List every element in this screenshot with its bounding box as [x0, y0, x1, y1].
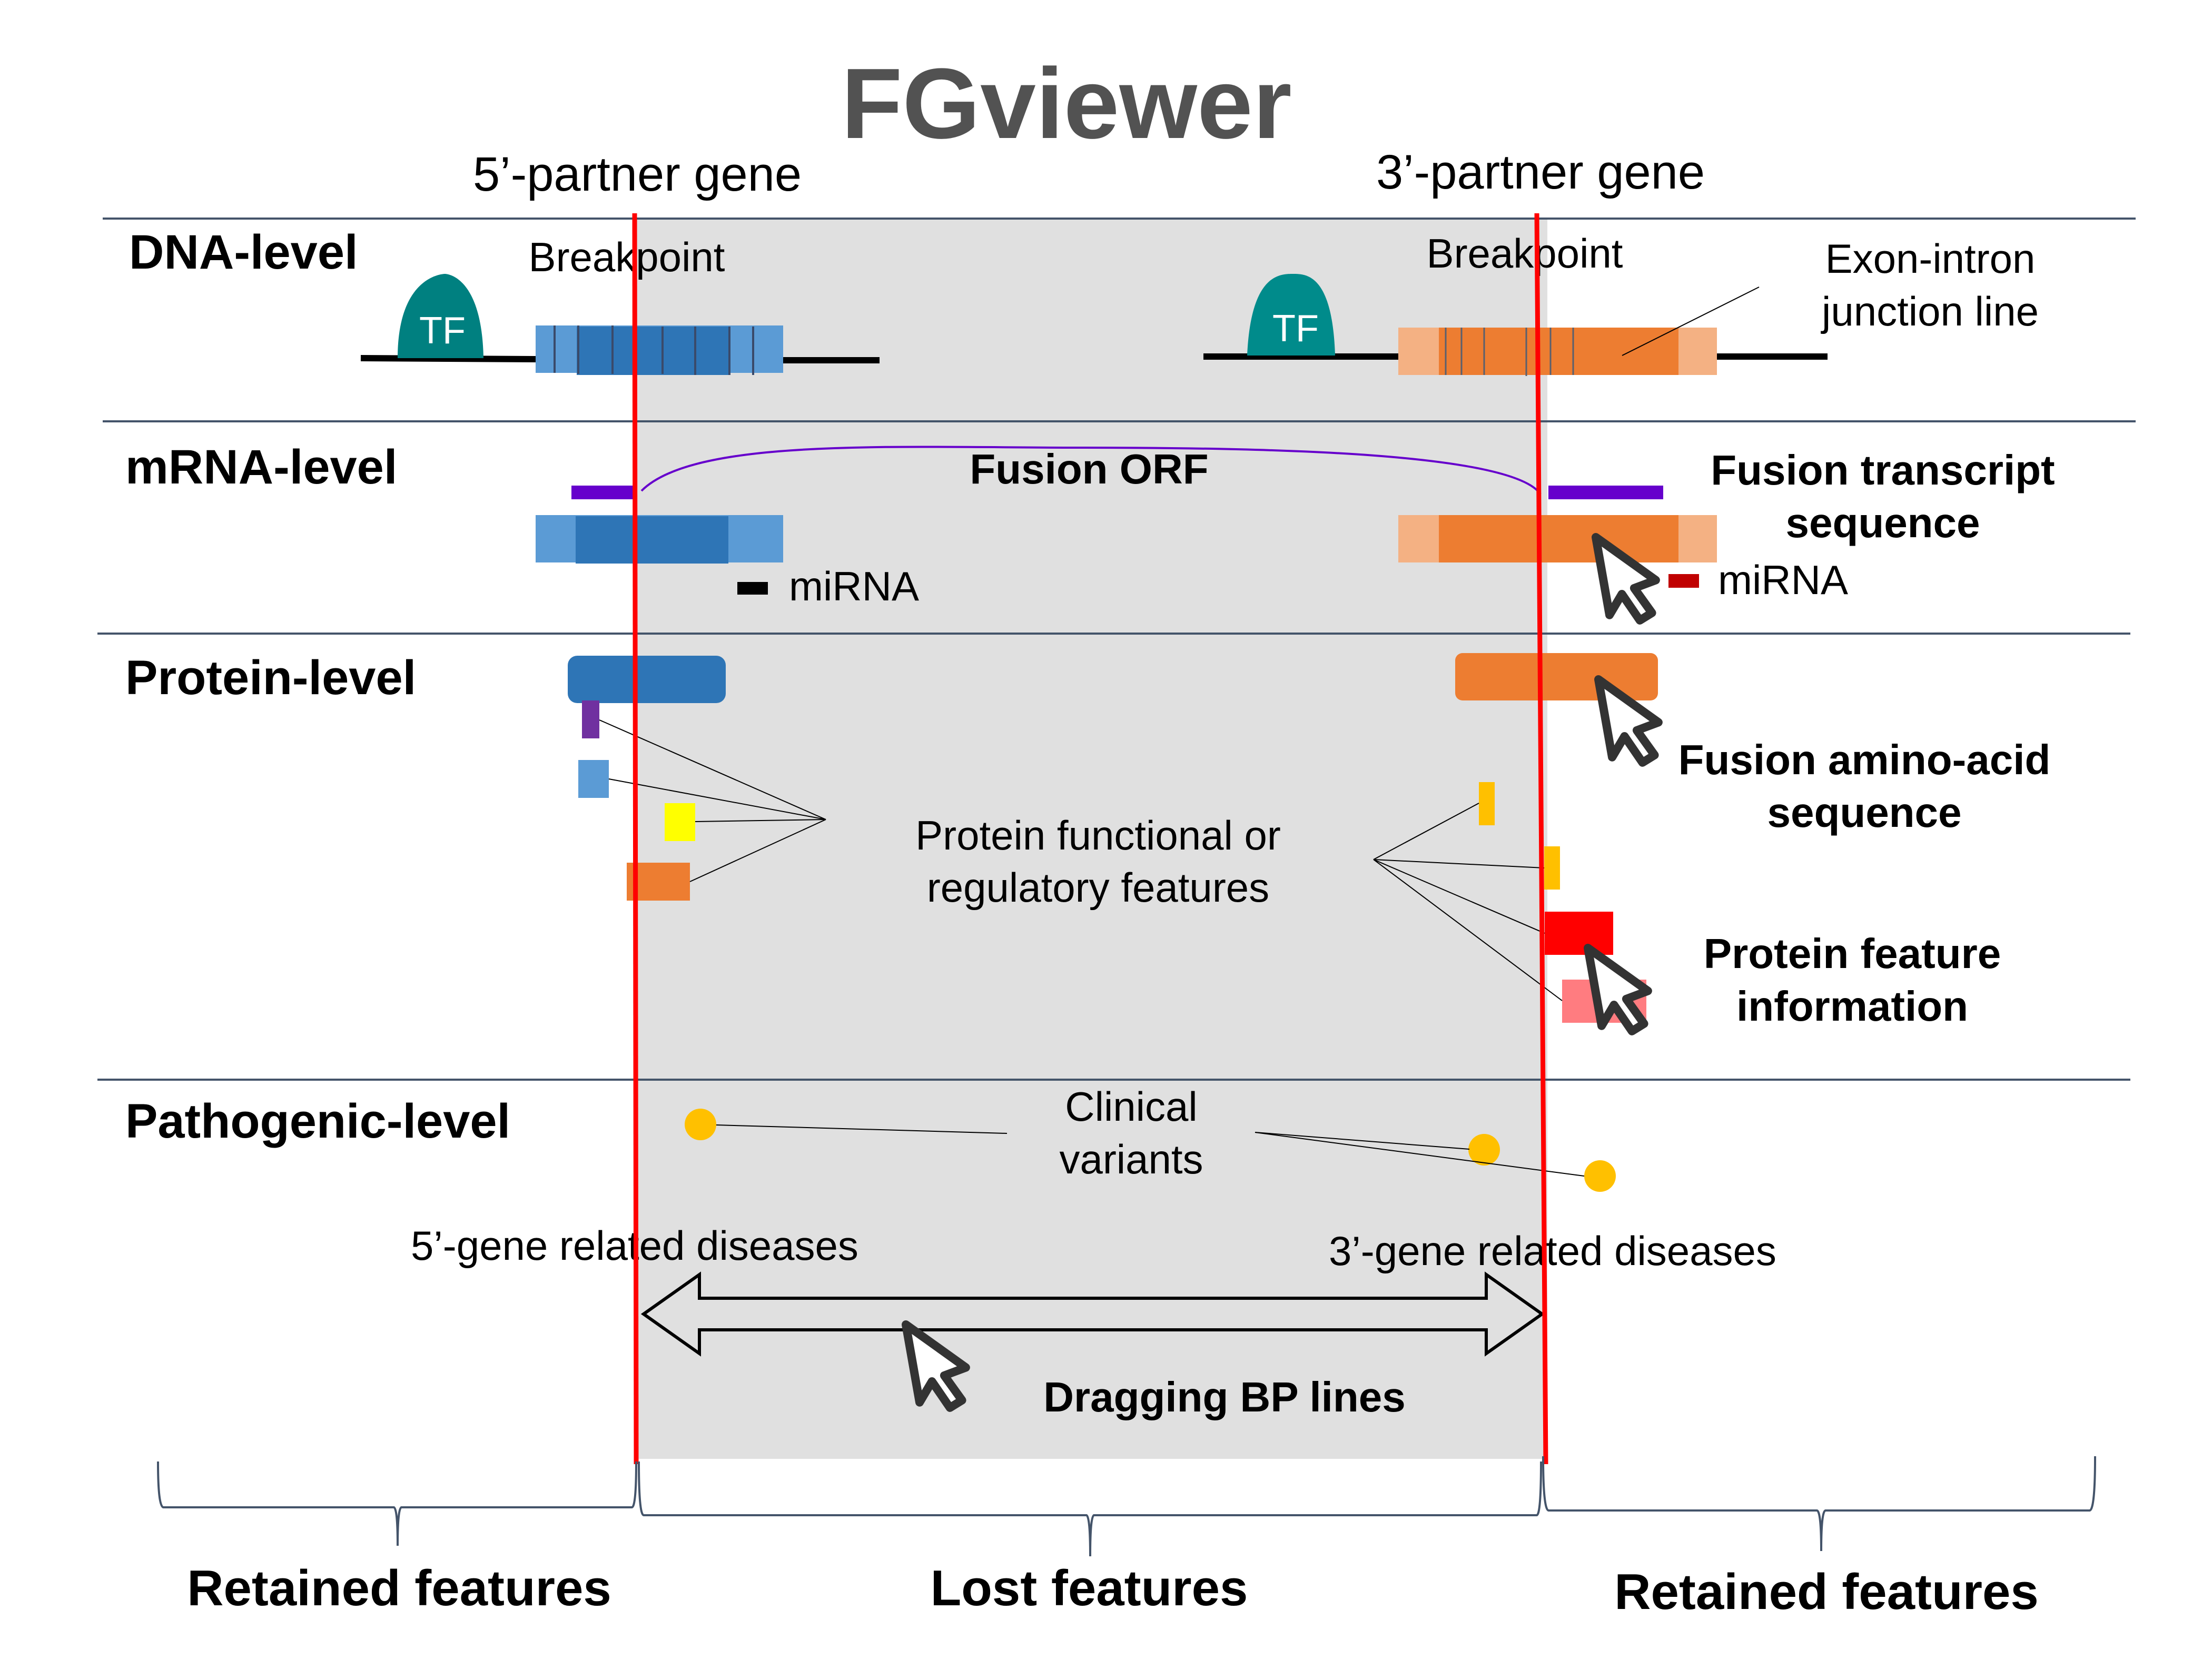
tf-label-5: TF — [419, 310, 466, 352]
brace-retained-left — [157, 1461, 637, 1546]
section-label-retained-right: Retained features — [1614, 1564, 2039, 1620]
clinical-variant-dot-1[interactable] — [685, 1109, 716, 1140]
three-prime-diseases-label: 3’-gene related diseases — [1329, 1228, 1776, 1274]
mrna-5-exon[interactable] — [576, 516, 728, 564]
tf-icon-5 — [398, 274, 483, 358]
tf-label-3: TF — [1272, 308, 1319, 350]
fusion-orf-label: Fusion ORF — [970, 446, 1208, 492]
breakpoint-label-3: Breakpoint — [1427, 230, 1623, 276]
protein-3-domain-bar[interactable] — [1455, 653, 1658, 700]
protein-features-label-line2: regulatory features — [927, 864, 1269, 911]
fusion-orf-arc — [640, 446, 1542, 495]
breakpoint-label-5: Breakpoint — [529, 234, 725, 280]
dna-three-prime-gene: TF — [1203, 274, 1828, 376]
cursor-icon-feature — [1584, 944, 1652, 1035]
fusion-transcript-label-line2: sequence — [1785, 499, 1980, 546]
mirna-marker-5[interactable] — [737, 582, 768, 595]
exon-intron-label-line1: Exon-intron — [1825, 235, 2036, 282]
clinical-variant-dot-3[interactable] — [1584, 1160, 1616, 1192]
mirna-label-5: miRNA — [789, 563, 919, 609]
cursor-icon-aa — [1594, 675, 1663, 767]
tf-icon-3 — [1247, 274, 1335, 355]
breakpoint-line-3[interactable] — [1534, 213, 1548, 1465]
dna-five-prime-gene: TF — [360, 274, 880, 375]
cursor-icon-drag — [902, 1320, 970, 1412]
protein-feature-leaders-3 — [1373, 803, 1563, 1001]
level-label-protein: Protein-level — [125, 651, 416, 705]
app-title: FGviewer — [841, 48, 1291, 160]
orf-bar-5[interactable] — [571, 486, 635, 499]
fusion-aa-label-line2: sequence — [1767, 789, 1961, 836]
breakpoint-line-5[interactable] — [632, 213, 639, 1465]
dna-3-exon[interactable] — [1439, 328, 1678, 375]
fusion-transcript-label-line1: Fusion transcript — [1711, 447, 2055, 493]
section-label-retained-left: Retained features — [187, 1560, 611, 1616]
mirna-label-3: miRNA — [1718, 557, 1848, 603]
protein-feature-3-yellow-1[interactable] — [1479, 782, 1495, 825]
protein-features-label-line1: Protein functional or — [915, 812, 1281, 858]
lost-region-shading — [636, 219, 1547, 1459]
three-prime-gene-label: 3’-partner gene — [1376, 145, 1705, 199]
protein-feature-5-blue[interactable] — [578, 760, 609, 798]
orf-bar-3[interactable] — [1548, 486, 1663, 499]
five-prime-gene-label: 5’-partner gene — [473, 147, 802, 201]
protein-feature-5-yellow[interactable] — [665, 803, 695, 841]
cursor-icon-mrna — [1592, 533, 1660, 625]
level-label-dna: DNA-level — [129, 225, 358, 279]
protein-feature-3-yellow-2[interactable] — [1544, 846, 1560, 890]
brace-lost — [638, 1461, 1542, 1557]
mirna-marker-3[interactable] — [1668, 574, 1699, 588]
dna-5-upstream-strand — [360, 355, 538, 362]
clinical-variant-dot-2[interactable] — [1468, 1134, 1500, 1166]
fusion-aa-label-line1: Fusion amino-acid — [1678, 736, 2051, 783]
drag-double-arrow-icon[interactable] — [640, 1271, 1545, 1357]
brace-retained-right — [1542, 1456, 2096, 1552]
dragging-bp-label: Dragging BP lines — [1043, 1374, 1406, 1420]
section-label-lost: Lost features — [931, 1560, 1248, 1616]
clinical-variants-label-line1: Clinical — [1065, 1083, 1197, 1130]
dna-5-exon[interactable] — [577, 327, 729, 375]
protein-5-domain-bar[interactable] — [568, 656, 726, 703]
exon-intron-leader — [1622, 287, 1760, 356]
mrna-3-exon[interactable] — [1439, 515, 1678, 562]
protein-feature-3-red[interactable] — [1545, 912, 1613, 955]
feature-info-label-line1: Protein feature — [1704, 930, 2001, 977]
clinical-variants-label-line2: variants — [1059, 1136, 1203, 1182]
feature-info-label-line2: information — [1736, 983, 1968, 1030]
level-label-mrna: mRNA-level — [125, 440, 397, 494]
protein-feature-5-purple[interactable] — [582, 700, 599, 738]
level-label-pathogenic: Pathogenic-level — [125, 1094, 510, 1148]
clinical-variant-leaders — [716, 1124, 1585, 1177]
exon-intron-label-line2: junction line — [1821, 288, 2039, 334]
